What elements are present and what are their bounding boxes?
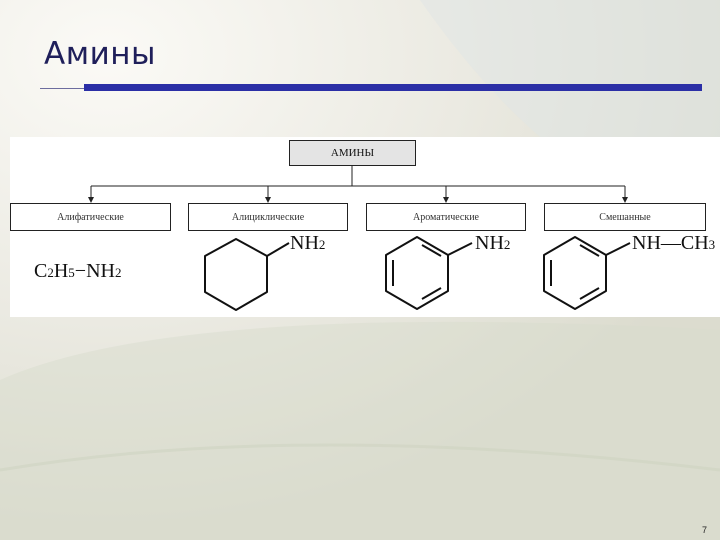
ethylamine-formula: C2H5−NH2: [34, 260, 122, 282]
category-label: Алифатические: [57, 211, 124, 223]
benzene-ring: [543, 236, 607, 310]
page-number: 7: [702, 525, 708, 535]
category-label: Алициклические: [231, 211, 305, 223]
arrow-icon: [443, 197, 449, 203]
category-label: Смешанные: [599, 211, 651, 223]
category-alicyclic: Алициклические: [188, 203, 348, 231]
root-label: АМИНЫ: [330, 147, 375, 159]
arrow-icon: [88, 197, 94, 203]
slide-title: Амины: [44, 36, 156, 72]
category-mixed: Смешанные: [544, 203, 706, 231]
benzene-ring: [385, 236, 449, 310]
amino-group-label: NH2: [475, 232, 511, 254]
category-aromatic: Ароматические: [366, 203, 526, 231]
arrow-icon: [265, 197, 271, 203]
arrow-icon: [622, 197, 628, 203]
amino-group-label: NH2: [290, 232, 326, 254]
root-node: АМИНЫ: [289, 140, 416, 166]
cyclohexane-ring: [204, 238, 268, 311]
category-label: Ароматические: [413, 211, 479, 223]
methylamino-group-label: NH—CH3: [632, 232, 716, 254]
title-underline: [40, 84, 702, 92]
category-aliphatic: Алифатические: [10, 203, 171, 231]
